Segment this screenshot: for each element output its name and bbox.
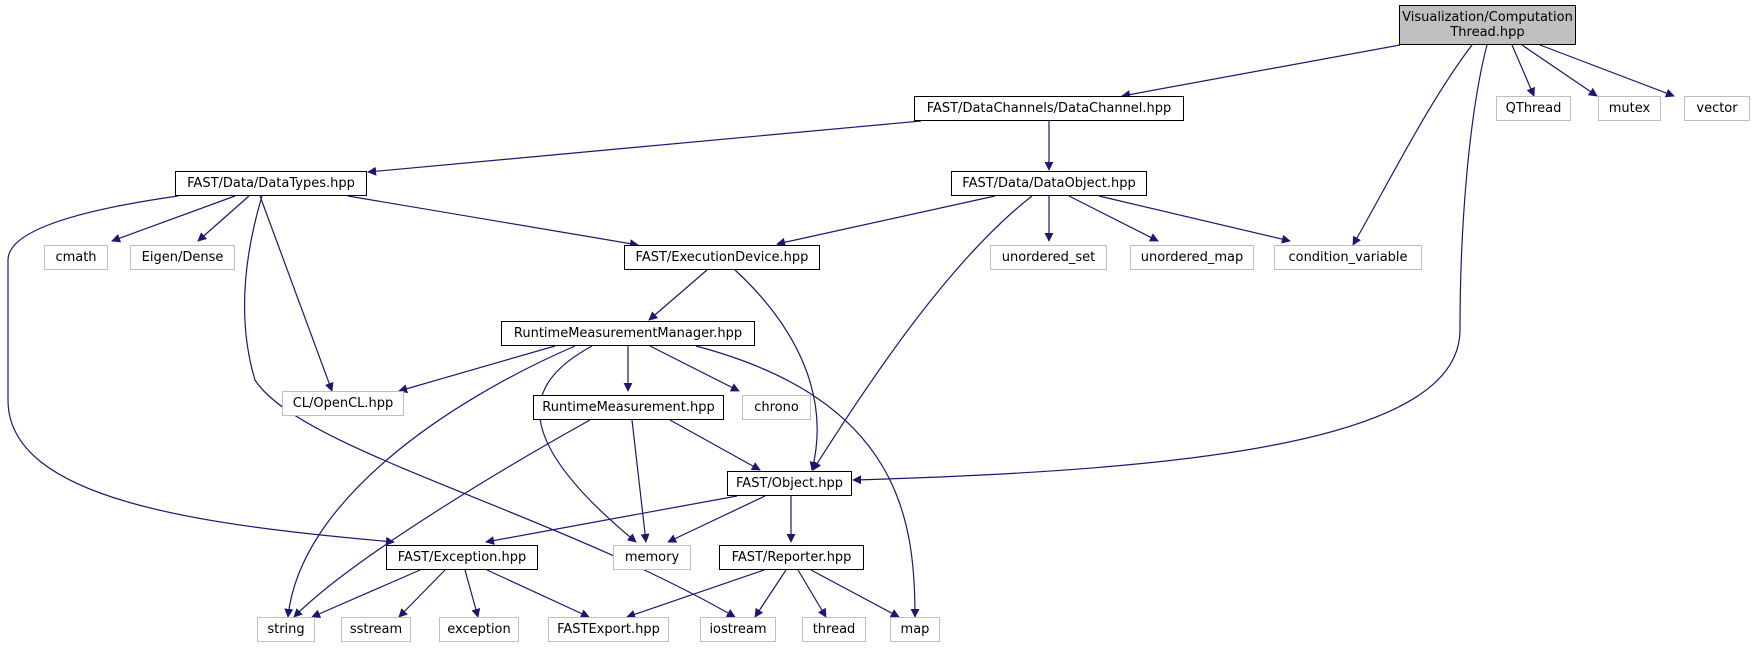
node-rtmanager-label: RuntimeMeasurementManager.hpp (513, 326, 743, 341)
node-qthread-label: QThread (1505, 101, 1562, 116)
node-datatypes-label: FAST/Data/DataTypes.hpp (187, 176, 355, 191)
node-sstream-label: sstream (349, 622, 403, 637)
node-reporter[interactable]: FAST/Reporter.hpp (719, 545, 864, 570)
node-object[interactable]: FAST/Object.hpp (727, 471, 852, 496)
node-runtime-measurement-manager[interactable]: RuntimeMeasurementManager.hpp (501, 321, 755, 346)
edge-rtmeasurement-string (293, 419, 591, 618)
edge-executiondevice-rtmanager (648, 269, 708, 321)
node-memory: memory (613, 545, 691, 570)
edge-datatypes-opencl (259, 195, 334, 392)
node-eigen-dense: Eigen/Dense (130, 245, 235, 270)
node-dataobject-label: FAST/Data/DataObject.hpp (962, 176, 1136, 191)
edge-object-exception (485, 495, 738, 545)
edge-rtmeasurement-object (669, 419, 761, 471)
node-map: map (890, 617, 940, 642)
node-string-label: string (267, 622, 305, 637)
node-vector-label: vector (1696, 101, 1738, 116)
node-chrono: chrono (742, 395, 811, 420)
edge-datatypes-exception (7, 195, 395, 546)
edge-datatypes-executiondevice (347, 195, 639, 249)
node-dataobject[interactable]: FAST/Data/DataObject.hpp (951, 171, 1147, 196)
node-fastexport-label: FASTExport.hpp (557, 622, 660, 637)
node-stdexception-label: exception (447, 622, 511, 637)
edge-rtmanager-chrono (649, 345, 740, 392)
node-executiondevice-label: FAST/ExecutionDevice.hpp (635, 250, 809, 265)
edge-exception-stdexception (464, 569, 481, 618)
node-datachannel[interactable]: FAST/DataChannels/DataChannel.hpp (914, 96, 1184, 121)
edge-root-condition-variable (1352, 44, 1473, 246)
edge-reporter-map (810, 569, 900, 618)
edge-dataobject-condition-variable (1098, 195, 1291, 244)
node-memory-label: memory (624, 550, 680, 565)
root-node-label-line2: Thread.hpp (1450, 25, 1525, 40)
node-cmath: cmath (44, 245, 108, 270)
node-reporter-label: FAST/Reporter.hpp (731, 550, 852, 565)
node-sstream: sstream (341, 617, 411, 642)
edge-rtmanager-map (695, 345, 920, 618)
edge-datachannel-datatypes (367, 120, 922, 176)
edge-exception-string (311, 569, 421, 618)
node-datachannel-label: FAST/DataChannels/DataChannel.hpp (926, 101, 1172, 116)
edge-datatypes-eigen (197, 195, 250, 242)
node-qthread: QThread (1496, 96, 1571, 121)
edge-reporter-iostream (754, 569, 787, 618)
edge-root-mutex (1521, 44, 1598, 97)
node-thread: thread (802, 617, 866, 642)
edge-root-object (852, 44, 1488, 485)
edge-rtmanager-string (284, 345, 576, 618)
node-chrono-label: chrono (754, 400, 799, 415)
edge-reporter-fastexport (626, 569, 765, 619)
node-unordered-set-label: unordered_set (1001, 250, 1096, 265)
node-exception-std: exception (439, 617, 519, 642)
edge-exception-fastexport (486, 569, 590, 618)
node-unordered-set: unordered_set (990, 245, 1107, 270)
node-iostream: iostream (700, 617, 776, 642)
node-cmath-label: cmath (55, 250, 97, 265)
edge-reporter-thread (797, 569, 827, 618)
edge-datatypes-cmath (111, 195, 236, 243)
edge-executiondevice-object (734, 269, 819, 471)
node-rtmeasurement-label: RuntimeMeasurement.hpp (542, 400, 715, 415)
node-unordered-map-label: unordered_map (1140, 250, 1244, 265)
node-opencl: CL/OpenCL.hpp (282, 391, 404, 416)
node-exception[interactable]: FAST/Exception.hpp (386, 545, 538, 570)
edge-root-vector (1539, 44, 1675, 98)
edge-rtmeasurement-memory (631, 419, 650, 543)
node-datatypes[interactable]: FAST/Data/DataTypes.hpp (175, 171, 367, 196)
edge-root-qthread (1511, 44, 1535, 97)
edge-object-memory (667, 495, 766, 543)
node-object-label: FAST/Object.hpp (736, 476, 843, 491)
edge-root-datachannel (1121, 44, 1401, 99)
edge-dataobject-object (812, 195, 1033, 471)
node-condition-variable: condition_variable (1274, 245, 1422, 270)
node-unordered-map: unordered_map (1130, 245, 1254, 270)
node-mutex-label: mutex (1608, 101, 1651, 116)
node-opencl-label: CL/OpenCL.hpp (292, 396, 394, 411)
node-string: string (257, 617, 315, 642)
edge-dataobject-executiondevice (776, 195, 996, 247)
node-thread-label: thread (812, 622, 856, 637)
edge-rtmanager-memory (539, 345, 637, 543)
node-map-label: map (900, 622, 930, 637)
edge-rtmanager-opencl (398, 345, 556, 394)
edge-dataobject-unordered-map (1068, 195, 1159, 242)
edge-exception-sstream (398, 569, 446, 618)
root-node-label-line1: Visualization/Computation (1402, 10, 1573, 25)
node-exception-label: FAST/Exception.hpp (397, 550, 527, 565)
node-condition-variable-label: condition_variable (1288, 250, 1408, 265)
node-eigendense-label: Eigen/Dense (141, 250, 224, 265)
node-mutex: mutex (1598, 96, 1661, 121)
node-vector: vector (1684, 96, 1750, 121)
root-node-computation-thread: Visualization/Computation Thread.hpp (1399, 5, 1576, 45)
node-iostream-label: iostream (709, 622, 767, 637)
node-executiondevice[interactable]: FAST/ExecutionDevice.hpp (624, 245, 820, 270)
node-runtime-measurement[interactable]: RuntimeMeasurement.hpp (533, 395, 724, 420)
node-fastexport: FASTExport.hpp (548, 617, 669, 642)
